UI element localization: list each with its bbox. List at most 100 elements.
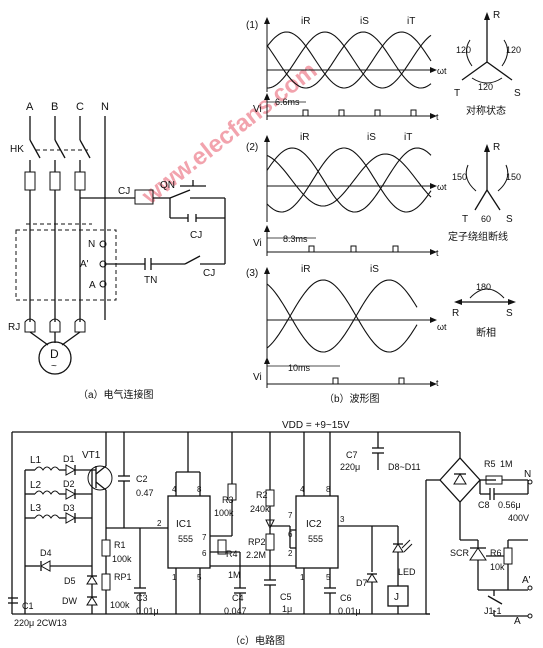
phasor2-angle-2: 150 — [506, 172, 521, 182]
phasor1-angle-2: 120 — [506, 45, 521, 55]
scr-label: SCR — [450, 548, 470, 558]
d2-label: D2 — [63, 479, 75, 489]
case-1-series-3: iT — [407, 16, 415, 27]
c8-label: C8 — [478, 500, 490, 510]
c8-value: 0.56μ — [498, 500, 521, 510]
phase-a-label: A — [26, 101, 34, 113]
ic2-label: IC2 — [306, 519, 322, 530]
phase-b-label: B — [51, 101, 58, 113]
case-2-series-1: iR — [300, 132, 309, 143]
waveform-plots — [264, 17, 437, 388]
vi3-x-axis-arrow — [430, 381, 437, 387]
l1-label: L1 — [30, 455, 42, 466]
l3-label: L3 — [30, 503, 42, 514]
phasor-phase-loss: 180 R S 断相 — [452, 282, 516, 339]
phasor-symmetric: R 120 120 120 T S 对称状态 — [454, 10, 521, 117]
d5-label: D5 — [64, 576, 76, 586]
phase-c-label: C — [76, 101, 84, 113]
phasor1-is: S — [514, 88, 521, 99]
ic2-pin7: 7 — [288, 511, 293, 520]
r6-value: 10k — [490, 562, 505, 572]
qn-label: QN — [160, 180, 175, 191]
wave1-x-axis-arrow — [430, 67, 437, 73]
r5-label: R5 — [484, 459, 496, 469]
waveform-panel: (1) (2) (3) iR iS iT iR iS iT iR iS ωt ω… — [246, 10, 521, 405]
phasor1-i: R — [493, 10, 500, 21]
phasor2-angle-3: 60 — [481, 214, 491, 224]
case-1-series-1: iR — [301, 16, 310, 27]
vt1-label: VT1 — [82, 450, 101, 461]
case-3-series-2: iS — [370, 264, 379, 275]
phasor2-is: S — [506, 214, 513, 225]
l2-label: L2 — [30, 480, 42, 491]
r1-value: 100k — [112, 554, 132, 564]
rj-label: RJ — [8, 322, 20, 333]
phasor2-angle-1: 150 — [452, 172, 467, 182]
ic2-pin2: 2 — [288, 549, 293, 558]
c2-value: 0.47 — [136, 488, 154, 498]
switch-hk-label: HK — [10, 144, 24, 155]
phasor3-angle: 180 — [476, 282, 491, 292]
vi1-x-axis-arrow — [430, 113, 437, 119]
ic1-pin6: 6 — [202, 549, 207, 558]
r1-label: R1 — [114, 540, 126, 550]
case-1-series-2: iS — [360, 16, 369, 27]
c3-value: 0.01μ — [136, 606, 159, 616]
c6-label: C6 — [340, 593, 352, 603]
wiring-diagram: A B C N HK CJ QN — [8, 101, 226, 401]
wave2-is — [266, 147, 432, 213]
axis-t-1: t — [436, 112, 439, 122]
wave2-ir — [266, 147, 432, 213]
vi2-y-axis-arrow — [264, 225, 270, 232]
phasor1-angle-3: 120 — [478, 82, 493, 92]
led-label: LED — [398, 567, 416, 577]
axis-wt-2: ωt — [437, 182, 447, 192]
d1-label: D1 — [63, 454, 75, 464]
c1-label: C1 — [22, 601, 34, 611]
node-a-label: A — [514, 616, 521, 627]
r3-value: 100k — [214, 508, 234, 518]
ic2-pin3: 3 — [340, 515, 345, 524]
wave1-y-axis-arrow — [264, 17, 270, 24]
case-3-series-1: iR — [301, 264, 310, 275]
cj-nc-label: CJ — [203, 268, 215, 279]
time-2: 8.3ms — [283, 234, 308, 244]
ic1-pin7: 7 — [202, 533, 207, 542]
ic2-pin1: 1 — [300, 573, 305, 582]
c5-label: C5 — [280, 592, 292, 602]
wave3-is — [266, 279, 418, 353]
axis-t-2: t — [436, 248, 439, 258]
cj-coil-label: CJ — [118, 186, 130, 197]
vi-label-3: Vi — [253, 372, 262, 383]
node-a-prime-label: A' — [522, 575, 531, 586]
phasor3-ir: R — [452, 308, 459, 319]
c7-label: C7 — [346, 450, 358, 460]
motor-tilde: ~ — [51, 361, 57, 372]
wave2-it — [266, 153, 432, 207]
vi3-y-axis-arrow — [264, 357, 270, 364]
c4-label: C4 — [232, 593, 244, 603]
ic2-type: 555 — [308, 534, 323, 544]
ic1-label: IC1 — [176, 519, 192, 530]
time-3: 10ms — [288, 363, 311, 373]
wave1-is — [266, 31, 432, 89]
caption-a: （a）电气连接图 — [78, 388, 154, 401]
tn-label: TN — [144, 275, 157, 286]
ic1-pin2: 2 — [157, 519, 162, 528]
phasor2-it: T — [462, 214, 468, 225]
c4-value: 0.047 — [224, 606, 247, 616]
dw-label: DW — [62, 596, 77, 606]
ic1-pin4: 4 — [172, 485, 177, 494]
case-2-series-3: iT — [404, 132, 412, 143]
rp2-label: RP2 — [248, 537, 266, 547]
caption-c: （c）电路图 — [230, 634, 285, 647]
r6-label: R6 — [490, 548, 502, 558]
phasor3-is: S — [506, 308, 513, 319]
wave3-x-axis-arrow — [430, 317, 437, 323]
relay-j-label: J — [394, 592, 399, 603]
ic2-pin4: 4 — [300, 485, 305, 494]
ic2-pin5: 5 — [326, 573, 331, 582]
axis-t-3: t — [436, 378, 439, 388]
vi3-pulses — [267, 377, 432, 385]
